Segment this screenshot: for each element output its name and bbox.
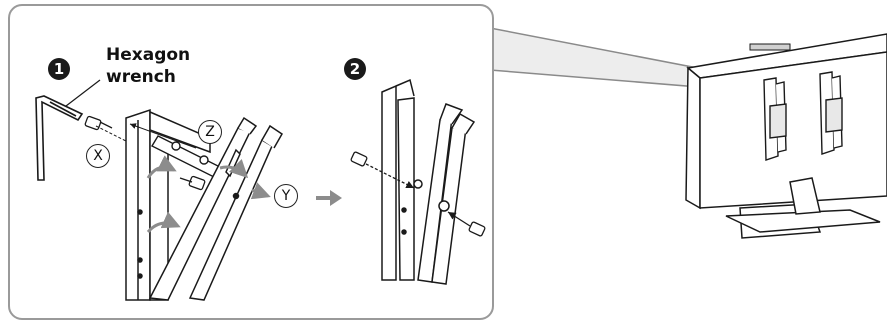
part-label-x: X bbox=[86, 144, 110, 168]
next-step-arrow-icon bbox=[316, 190, 342, 206]
screw-left-icon bbox=[350, 151, 415, 189]
screw-right-icon bbox=[447, 211, 486, 237]
tv-bracket-left-icon bbox=[763, 77, 787, 161]
screw-y-icon bbox=[179, 175, 206, 191]
step-1-badge: 1 bbox=[48, 58, 70, 80]
hexagon-wrench-icon bbox=[35, 95, 84, 181]
step-2-badge: 2 bbox=[344, 58, 366, 80]
part-label-z: Z bbox=[198, 120, 222, 144]
tv-bracket-right-icon bbox=[819, 71, 843, 155]
bar-z-icon bbox=[151, 135, 223, 179]
wrench-leader-line bbox=[65, 79, 101, 107]
hexagon-wrench-label: Hexagon wrench bbox=[106, 44, 190, 88]
movement-arrows bbox=[146, 155, 271, 234]
callout-line-1: Hexagon bbox=[106, 45, 191, 65]
callout-line-2: wrench bbox=[106, 67, 176, 87]
part-label-y: Y bbox=[274, 184, 298, 208]
assembled-bracket-icon bbox=[381, 78, 476, 285]
